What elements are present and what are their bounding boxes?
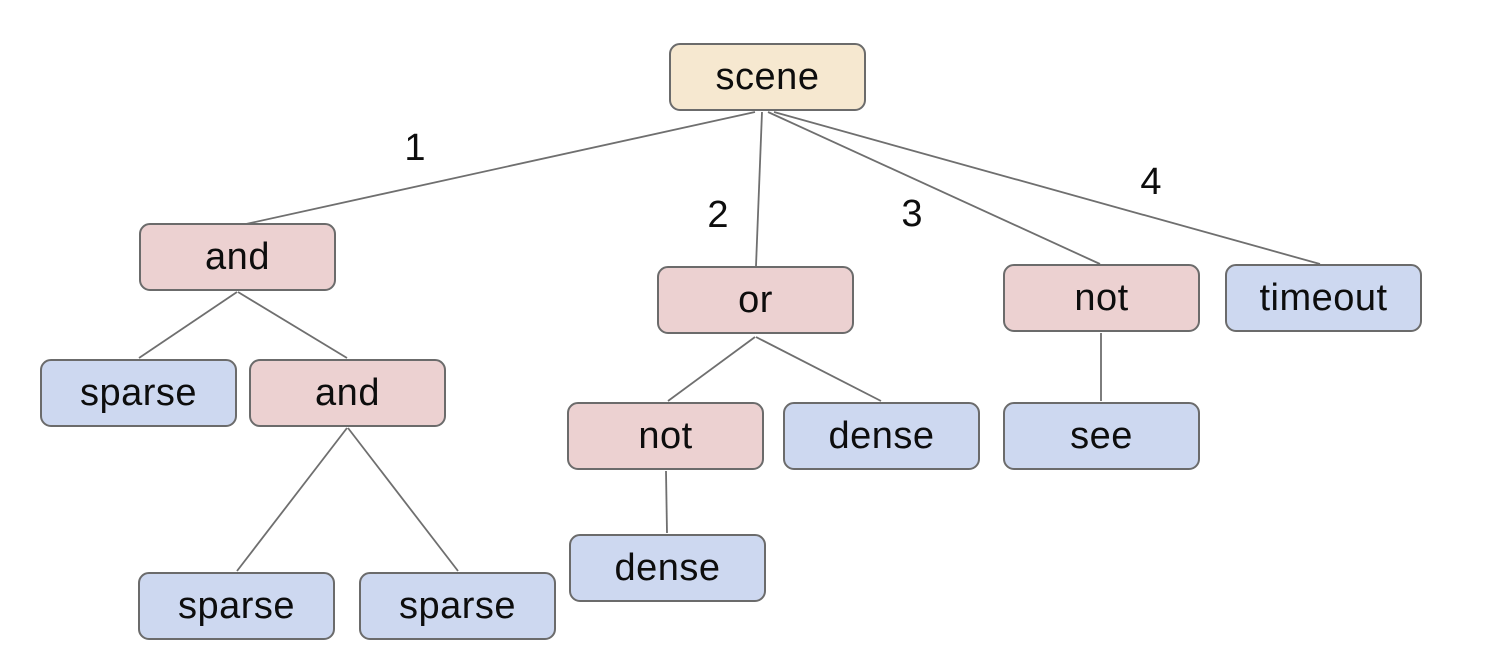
tree-node-timeout-1: timeout bbox=[1225, 264, 1422, 332]
node-label-not-1: not bbox=[1074, 277, 1129, 319]
edge-and2-sparse2 bbox=[347, 427, 459, 572]
tree-node-not-2: not bbox=[567, 402, 764, 470]
node-label-sparse-3: sparse bbox=[398, 585, 517, 627]
tree-node-not-1: not bbox=[1003, 264, 1200, 332]
edge-label-1: 1 bbox=[404, 127, 426, 169]
tree-node-or-1: or bbox=[657, 266, 854, 334]
tree-node-see-1: see bbox=[1003, 402, 1200, 470]
node-label-not-2: not bbox=[638, 415, 693, 457]
edge-or-not bbox=[667, 336, 756, 402]
node-label-and-2: and bbox=[315, 372, 380, 414]
tree-node-sparse-2: sparse bbox=[138, 572, 335, 640]
edge-label-4: 4 bbox=[1140, 161, 1162, 203]
node-label-timeout-1: timeout bbox=[1259, 277, 1388, 319]
tree-node-sparse-1: sparse bbox=[40, 359, 237, 427]
tree-node-scene: scene bbox=[669, 43, 866, 111]
node-label-and-1: and bbox=[205, 236, 270, 278]
node-label-sparse-2: sparse bbox=[177, 585, 296, 627]
node-label-see-1: see bbox=[1070, 415, 1133, 457]
tree-node-sparse-3: sparse bbox=[359, 572, 556, 640]
edge-label-3: 3 bbox=[901, 193, 923, 235]
edge-not2-dense bbox=[665, 470, 668, 534]
edge-or-dense bbox=[755, 336, 882, 402]
tree-node-and-1: and bbox=[139, 223, 336, 291]
edge-scene-and bbox=[245, 111, 756, 225]
node-label-or-1: or bbox=[738, 279, 773, 321]
edge-and2-sparse bbox=[236, 427, 348, 572]
edge-scene-timeout bbox=[773, 111, 1321, 265]
tree-node-dense-1: dense bbox=[783, 402, 980, 470]
edge-label-2: 2 bbox=[707, 194, 729, 236]
node-label-dense-2: dense bbox=[614, 547, 721, 589]
tree-node-dense-2: dense bbox=[569, 534, 766, 602]
tree-node-and-2: and bbox=[249, 359, 446, 427]
node-label-scene: scene bbox=[715, 56, 820, 98]
node-label-sparse-1: sparse bbox=[79, 372, 198, 414]
edge-and-sparse bbox=[138, 291, 238, 359]
node-label-dense-1: dense bbox=[828, 415, 935, 457]
edge-scene-not bbox=[767, 111, 1101, 265]
edge-and-and bbox=[237, 291, 348, 359]
edge-scene-or bbox=[755, 111, 763, 267]
